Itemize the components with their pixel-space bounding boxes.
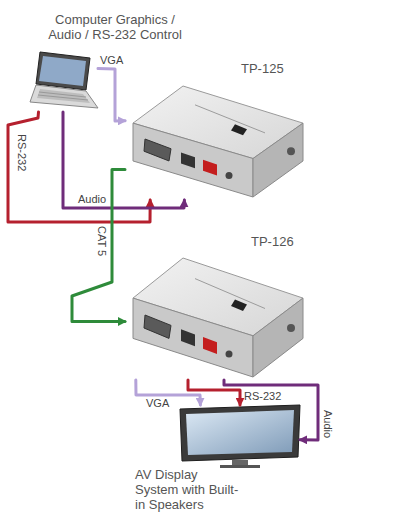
signal-cable: [224, 380, 318, 440]
signal-label: CAT 5: [95, 226, 108, 256]
signal-label: Audio: [321, 410, 334, 438]
receiver-unit: TP-126: [125, 250, 305, 380]
signal-label: Audio: [78, 193, 106, 206]
display-screen: AV Display System with Built-in Speakers: [180, 405, 300, 467]
model-name: TP-125: [241, 61, 311, 76]
signal-label: RS-232: [244, 390, 281, 403]
box-illustration: [125, 78, 305, 200]
source-caption: Computer Graphics / Audio / RS-232 Contr…: [40, 12, 190, 42]
display-illustration: [180, 405, 300, 467]
signal-label: RS-232: [15, 134, 28, 171]
model-name: TP-126: [251, 234, 321, 249]
laptop-illustration: [28, 50, 98, 112]
transmitter-unit: TP-125: [125, 78, 305, 200]
signal-cable: [188, 380, 240, 405]
display-caption: AV Display System with Built-in Speakers: [135, 467, 243, 512]
laptop-computer: Computer Graphics / Audio / RS-232 Contr…: [28, 50, 98, 112]
signal-cable: [8, 112, 150, 222]
signal-cable: [63, 112, 184, 208]
box-illustration: [125, 250, 305, 380]
signal-label: VGA: [146, 397, 169, 410]
signal-cable: [72, 170, 125, 322]
signal-cable: [98, 69, 125, 121]
signal-label: VGA: [100, 54, 123, 67]
